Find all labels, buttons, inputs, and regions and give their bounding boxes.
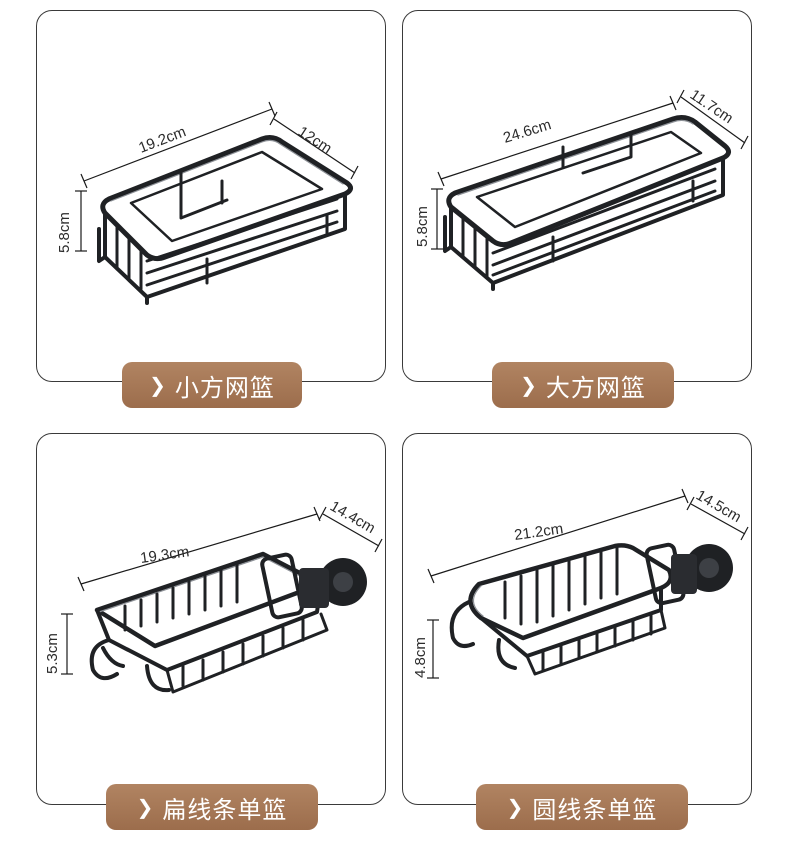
chevron-right-icon: ❯ xyxy=(506,795,525,819)
chevron-right-icon: ❯ xyxy=(136,795,155,819)
product-label-flat-wire-basket: ❯ 扁线条单篮 xyxy=(106,784,318,830)
product-label-small-square-basket: ❯ 小方网篮 xyxy=(122,362,302,408)
height-label: 5.8cm xyxy=(414,206,431,247)
length-label: 19.2cm xyxy=(136,123,188,157)
height-dimension-line xyxy=(75,190,87,252)
product-name: 圆线条单篮 xyxy=(532,795,658,824)
basket-frame xyxy=(449,542,733,676)
width-dimension-line xyxy=(269,111,359,180)
round-wire-basket-illustration: 21.2cm 14.5cm 4.8cm xyxy=(412,487,749,679)
length-label: 19.3cm xyxy=(139,543,190,567)
basket-frame xyxy=(97,135,353,305)
product-label-round-wire-basket: ❯ 圆线条单篮 xyxy=(476,784,688,830)
height-label: 4.8cm xyxy=(412,637,429,678)
product-card-round-wire-basket: 21.2cm 14.5cm 4.8cm xyxy=(402,433,752,805)
flat-wire-basket-illustration: 19.3cm 14.4cm 5.3cm xyxy=(44,498,383,694)
width-dimension-line xyxy=(686,496,749,541)
product-card-large-square-basket: 24.6cm 11.7cm 5.8cm xyxy=(402,10,752,382)
length-dimension-line xyxy=(437,95,677,187)
length-dimension-line xyxy=(427,488,689,584)
product-name: 大方网篮 xyxy=(545,373,646,402)
product-label-large-square-basket: ❯ 大方网篮 xyxy=(492,362,674,408)
large-square-basket-illustration: 24.6cm 11.7cm 5.8cm xyxy=(414,86,749,291)
height-dimension-line xyxy=(427,619,439,679)
product-name: 扁线条单篮 xyxy=(162,795,288,824)
length-dimension-line xyxy=(77,506,321,592)
height-dimension-line xyxy=(431,188,443,250)
product-card-flat-wire-basket: 19.3cm 14.4cm 5.3cm xyxy=(36,433,386,805)
width-dimension-line xyxy=(676,89,749,150)
height-label: 5.3cm xyxy=(44,633,61,674)
product-name: 小方网篮 xyxy=(174,373,275,402)
length-dimension-line xyxy=(80,101,276,189)
small-square-basket-illustration: 19.2cm 12cm 5.8cm xyxy=(56,101,359,305)
chevron-right-icon: ❯ xyxy=(520,373,538,397)
height-dimension-line xyxy=(61,613,73,675)
width-dimension-line xyxy=(318,506,383,553)
chevron-right-icon: ❯ xyxy=(149,373,167,397)
length-label: 24.6cm xyxy=(501,116,553,147)
product-card-small-square-basket: 19.2cm 12cm 5.8cm xyxy=(36,10,386,382)
height-label: 5.8cm xyxy=(56,212,73,253)
length-label: 21.2cm xyxy=(513,520,564,544)
width-label: 14.5cm xyxy=(693,487,744,526)
basket-frame xyxy=(89,551,367,694)
basket-frame xyxy=(443,115,731,291)
